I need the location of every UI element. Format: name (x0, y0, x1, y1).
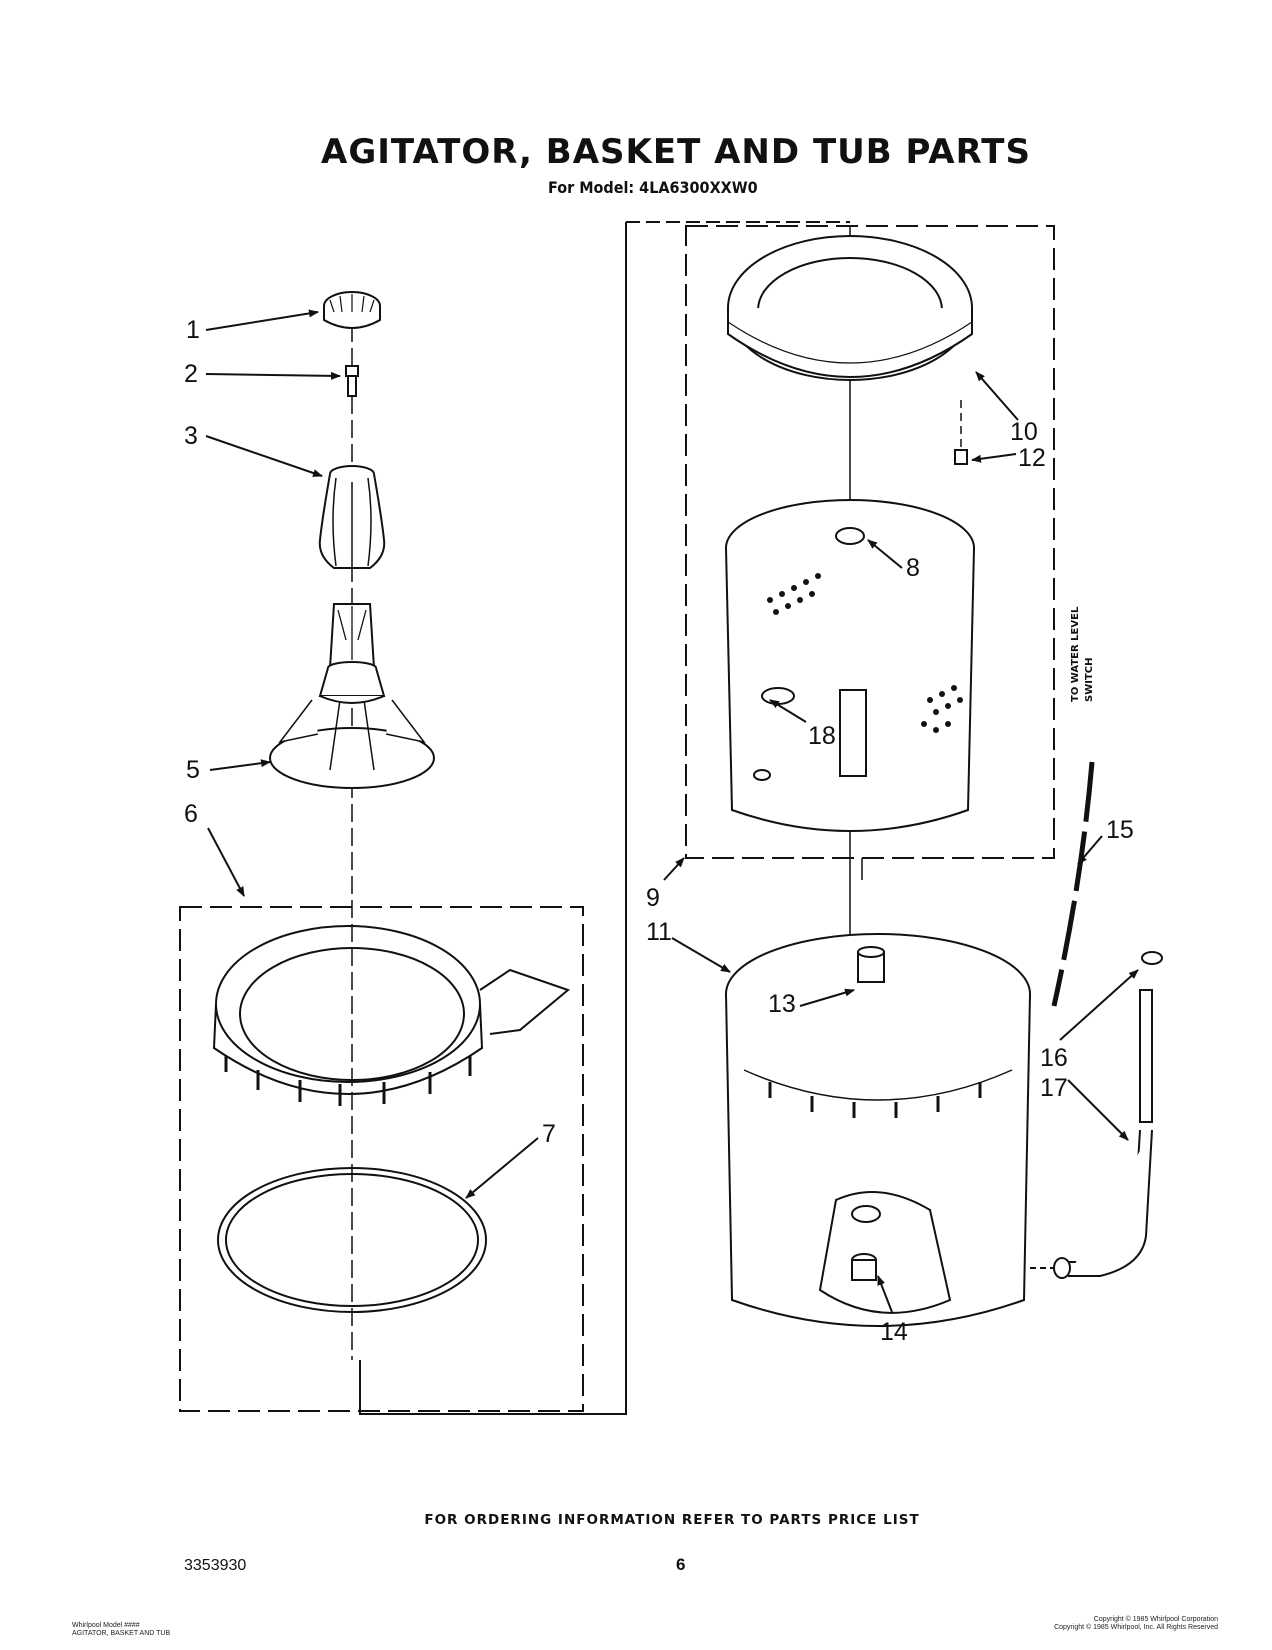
callout-7: 7 (542, 1120, 556, 1148)
leader-17 (1067, 1079, 1129, 1141)
part-tub-fitting (857, 946, 885, 983)
callout-10: 10 (1010, 418, 1038, 446)
fine-print-left-line1: Whirlpool Model #### (72, 1622, 140, 1629)
part-balance-ring (727, 235, 973, 381)
leader-14 (877, 1275, 893, 1313)
callout-13: 13 (768, 990, 796, 1018)
page-title: AGITATOR, BASKET AND TUB PARTS (321, 132, 1031, 172)
part-tub-ring (212, 925, 571, 1106)
leader-15 (1077, 835, 1103, 865)
part-agitator-barrel (318, 465, 386, 569)
page-number: 6 (676, 1555, 686, 1574)
leader-3 (205, 435, 323, 477)
leader-18 (769, 699, 807, 723)
callout-16: 16 (1040, 1044, 1068, 1072)
frame-line (359, 222, 627, 1415)
leader-9 (663, 857, 685, 881)
callout-17: 17 (1040, 1074, 1068, 1102)
part-agitator-base (269, 603, 435, 789)
leader-12 (971, 453, 1017, 463)
part-drain-hose (1030, 951, 1163, 1279)
leader-11 (671, 937, 731, 973)
fine-print-right-line1: Copyright © 1985 Whirlpool Corporation (1093, 1616, 1218, 1623)
leader-5 (209, 759, 271, 771)
callout-12: 12 (1018, 444, 1046, 472)
leader-6 (207, 827, 245, 897)
callout-8: 8 (906, 554, 920, 582)
water-level-label-line2: SWITCH (1084, 658, 1095, 702)
leader-2 (205, 371, 341, 380)
callout-18: 18 (808, 722, 836, 750)
model-subtitle: For Model: 4LA6300XXW0 (548, 178, 758, 197)
group-box-6 (179, 906, 584, 1412)
document-number: 3353930 (184, 1557, 247, 1574)
part-ring-seal (217, 1167, 487, 1313)
callout-2: 2 (184, 360, 198, 388)
part-ring-fastener (954, 400, 968, 465)
fine-print-left: Whirlpool Model #### AGITATOR, BASKET AN… (72, 1622, 170, 1638)
callout-1: 1 (186, 316, 200, 344)
callout-3: 3 (184, 422, 198, 450)
leader-8 (867, 539, 903, 569)
callout-15: 15 (1106, 816, 1134, 844)
leader-10 (975, 371, 1019, 421)
part-drive-seal (851, 1253, 877, 1281)
group-box-9 (685, 225, 1055, 859)
leader-16 (1059, 969, 1139, 1041)
fine-print-right-line2: Copyright © 1985 Whirlpool, Inc. All Rig… (1054, 1624, 1218, 1631)
leader-13 (799, 988, 855, 1007)
part-bolt (345, 365, 359, 397)
fine-print-left-line2: AGITATOR, BASKET AND TUB (72, 1630, 171, 1637)
ordering-note: FOR ORDERING INFORMATION REFER TO PARTS … (424, 1512, 920, 1528)
part-cap (323, 291, 381, 329)
callout-6: 6 (184, 800, 198, 828)
callout-9: 9 (646, 884, 660, 912)
leader-7 (465, 1137, 539, 1199)
water-level-label-line1: TO WATER LEVEL (1070, 606, 1081, 702)
part-pressure-hose (1051, 761, 1095, 1007)
callout-11: 11 (646, 918, 672, 946)
part-outer-tub (725, 933, 1031, 1327)
fine-print-right: Copyright © 1985 Whirlpool Corporation C… (1054, 1616, 1218, 1632)
callout-5: 5 (186, 756, 200, 784)
part-spin-basket (725, 499, 975, 832)
leader-1 (205, 309, 319, 331)
callout-14: 14 (880, 1318, 908, 1346)
